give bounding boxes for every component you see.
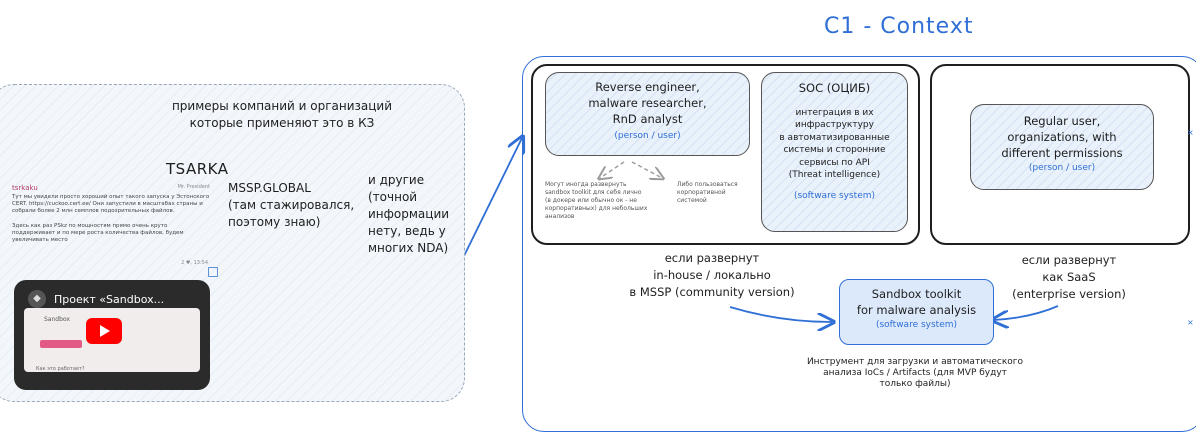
video-thumbnail[interactable]: ◆ Проект «Sandbox... Sandbox Как это раб… <box>14 280 210 390</box>
external-link-icon[interactable] <box>208 267 218 277</box>
post-author: tsrkaku <box>12 184 38 192</box>
edge-marker-bottom: × <box>1187 318 1194 327</box>
post-body: Тут мы увидели просто хороший опыт таког… <box>12 194 210 244</box>
soc-description: интеграция в их инфраструктуру в автомат… <box>779 108 890 181</box>
sandbox-toolkit-tag: (software system) <box>875 320 958 330</box>
sandbox-description: Инструмент для загрузки и автоматическог… <box>806 357 1024 389</box>
reverse-engineer-text: Reverse engineer, malware researcher, Rn… <box>588 80 707 126</box>
soc-tag: (software system) <box>793 191 876 202</box>
arrow-inhouse-to-sandbox <box>729 306 832 322</box>
reverse-engineer-tag: (person / user) <box>614 131 681 141</box>
post-meta: Mr. President <box>177 184 210 190</box>
youtube-play-icon[interactable] <box>86 318 122 344</box>
actors-group-box <box>531 64 920 245</box>
edge-marker-top: × <box>1187 128 1194 137</box>
saas-label: если развернут как SaaS (enterprise vers… <box>1012 253 1126 301</box>
panel-connector-line <box>462 138 522 259</box>
diagram-title: C1 - Context <box>824 14 974 39</box>
sandbox-toolkit-node[interactable]: Sandbox toolkit for malware analysis (so… <box>839 279 994 345</box>
company-mssp-global: MSSP.GLOBAL (там стажировался, поэтому з… <box>228 181 355 229</box>
note-corporate: Либо пользоваться корпоративной системой <box>677 181 738 204</box>
soc-node[interactable]: SOC (ОЦИБ) интеграция в их инфраструктур… <box>761 72 908 232</box>
video-pink-bar <box>40 340 82 348</box>
post-time: 2 ♥, 13:54 <box>181 260 208 266</box>
context-boundary <box>522 56 1196 432</box>
left-panel-heading: примеры компаний и организаций которые п… <box>171 99 393 130</box>
note-self-deploy: Могут иногда развернуть sandbox toolkit … <box>545 181 648 220</box>
soc-title: SOC (ОЦИБ) <box>798 81 871 95</box>
video-title: Проект «Sandbox... <box>54 293 165 306</box>
sandbox-toolkit-text: Sandbox toolkit for malware analysis <box>856 287 977 317</box>
inhouse-label: если развернут in-house / локально в MSS… <box>629 251 795 299</box>
regular-user-text: Regular user, organizations, with differ… <box>1001 114 1123 160</box>
company-tsarka: TSARKA <box>166 160 229 178</box>
regular-user-node[interactable]: Regular user, organizations, with differ… <box>970 104 1154 190</box>
regular-user-tag: (person / user) <box>1028 163 1096 173</box>
reverse-engineer-node[interactable]: Reverse engineer, malware researcher, Rn… <box>545 72 750 156</box>
dashed-arrow-right <box>631 161 662 178</box>
arrow-saas-to-sandbox <box>994 305 1059 320</box>
video-footer: Как это работает? <box>36 366 85 372</box>
post-card: tsrkaku Mr. President Тут мы увидели про… <box>12 184 210 270</box>
regular-group-box <box>930 64 1190 245</box>
video-logo-icon: ◆ <box>28 290 46 308</box>
video-subtitle: Sandbox <box>44 316 70 323</box>
dashed-arrow-left <box>600 161 625 178</box>
company-others: и другие (точной информации нету, ведь у… <box>368 173 450 255</box>
